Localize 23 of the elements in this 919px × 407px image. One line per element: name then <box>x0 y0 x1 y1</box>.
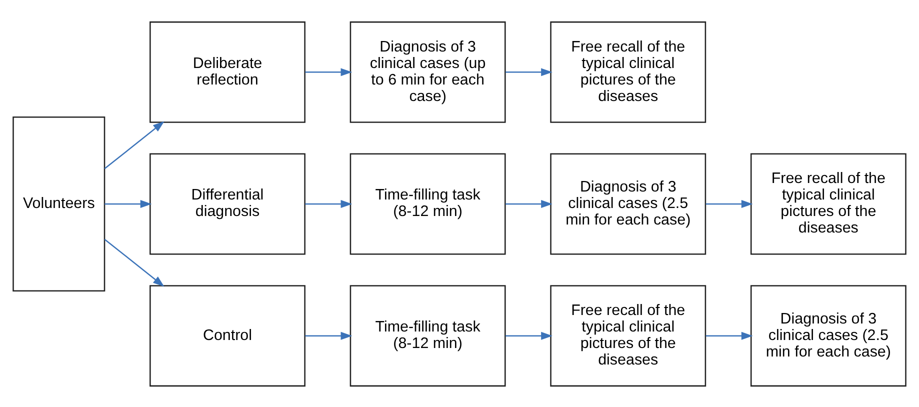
arrow <box>706 200 753 208</box>
node-box: Time-filling task (8-12 min) <box>350 284 506 386</box>
arrow <box>104 238 164 286</box>
node-box: Deliberate reflection <box>150 20 306 122</box>
node-box: Diagnosis of 3 clinical cases (2.5 min for each case) <box>750 284 906 386</box>
arrow <box>506 68 553 76</box>
node-box: Volunteers <box>12 116 106 291</box>
node-box: Differential diagnosis <box>150 152 306 254</box>
arrow <box>104 200 152 208</box>
node-box: Free recall of the typical clinical pictures of the diseases <box>750 152 906 254</box>
arrow <box>706 331 753 340</box>
node-box: Free recall of the typical clinical pictures of the diseases <box>550 284 706 386</box>
node-box: Free recall of the typical clinical pictures of the diseases <box>550 20 706 122</box>
node-box: Time-filling task (8-12 min) <box>350 152 506 254</box>
node-box: Control <box>150 284 306 386</box>
node-box: Diagnosis of 3 clinical cases (up to 6 min for each case) <box>350 20 506 122</box>
arrow <box>506 331 553 340</box>
arrow <box>305 200 352 208</box>
arrow <box>506 200 553 208</box>
arrow <box>104 120 164 169</box>
arrow <box>305 68 352 76</box>
arrow <box>305 331 352 340</box>
node-box: Diagnosis of 3 clinical cases (2.5 min for each case) <box>550 152 706 254</box>
